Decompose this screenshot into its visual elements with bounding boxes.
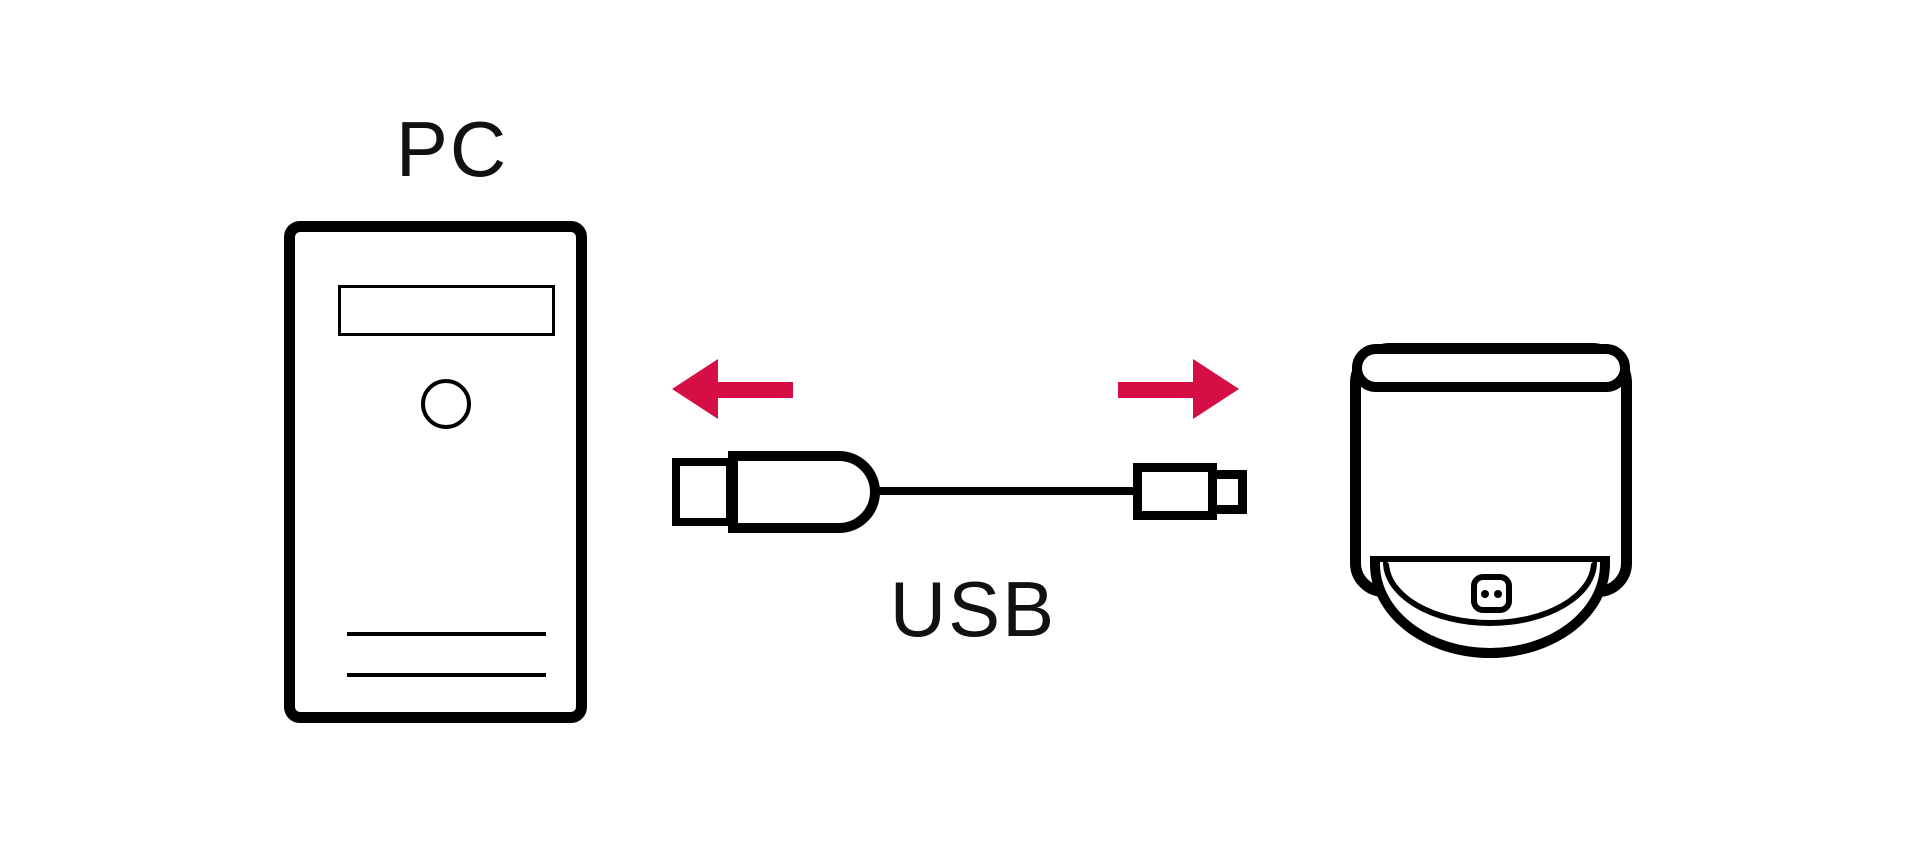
cable-line bbox=[868, 487, 1138, 495]
usb-connector-a-plug bbox=[672, 458, 734, 526]
dock-port-icon bbox=[1471, 574, 1512, 613]
pc-vent-line-1 bbox=[347, 632, 546, 636]
port-dot-2 bbox=[1494, 589, 1502, 598]
arrow-left-tail bbox=[716, 382, 793, 398]
pc-vent-line-2 bbox=[347, 673, 546, 677]
port-dot-1 bbox=[1481, 589, 1489, 598]
dock-lid bbox=[1352, 344, 1630, 392]
pc-tower-icon bbox=[284, 221, 587, 723]
arrow-right-tail bbox=[1118, 382, 1195, 398]
pc-label: PC bbox=[395, 105, 509, 193]
pc-drive-bay bbox=[338, 285, 555, 336]
usb-label: USB bbox=[889, 565, 1057, 653]
arrow-right-head bbox=[1193, 359, 1239, 419]
usb-connector-micro-body bbox=[1133, 463, 1217, 520]
usb-connector-a-body bbox=[728, 451, 880, 533]
pc-power-button bbox=[421, 379, 471, 429]
arrow-left-head bbox=[672, 359, 718, 419]
